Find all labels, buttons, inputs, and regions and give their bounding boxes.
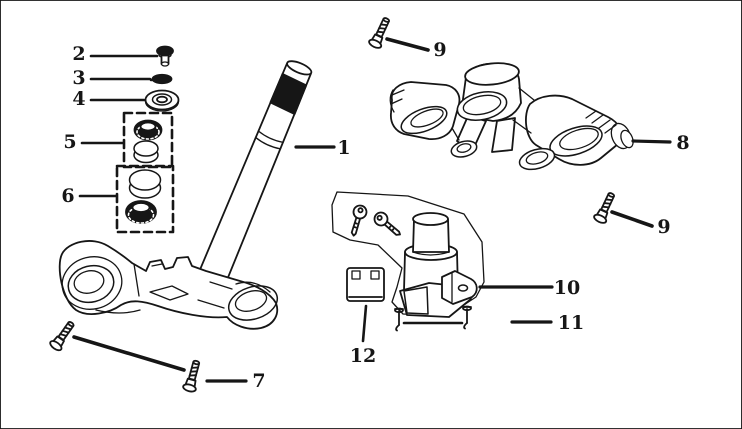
switch-bracket-hole xyxy=(457,284,469,292)
stem-ring-line-1 xyxy=(257,130,284,143)
upper-bracket-left-boss-inner xyxy=(456,143,472,153)
upper-bracket-hatch-2 xyxy=(591,114,604,124)
switch-bracket xyxy=(441,270,478,305)
pinch-bolt-7-left xyxy=(47,318,79,353)
lower-bracket xyxy=(58,240,279,330)
bearing-box-lower xyxy=(115,164,175,234)
upper-bracket-hatch-1 xyxy=(585,110,597,119)
callout-12: 12 xyxy=(350,345,376,367)
pinch-bolt-9-top xyxy=(366,14,394,51)
connector-body xyxy=(346,267,385,302)
callout-11: 11 xyxy=(558,312,584,334)
ignition-switch-assembly xyxy=(331,191,485,332)
callout-12-leader xyxy=(361,304,368,343)
tapered-bearing-lower xyxy=(125,200,157,224)
stem-tube-black-band xyxy=(269,73,308,115)
race-upper-top xyxy=(133,140,159,157)
callout-1: 1 xyxy=(337,137,350,159)
lower-bracket-right-rim-line xyxy=(235,281,271,293)
upper-bracket xyxy=(389,62,634,171)
lower-bracket-detail-line-1 xyxy=(133,263,140,297)
upper-bracket-tower-top-face xyxy=(464,62,520,86)
upper-bracket-hatch-3 xyxy=(598,119,611,129)
upper-bracket-hatch-4 xyxy=(604,124,617,134)
lower-bracket-tab-line xyxy=(151,263,163,267)
lower-bracket-body xyxy=(58,240,279,330)
upper-bracket-left-bore-inner xyxy=(410,108,444,128)
bearing-kit-upper-box xyxy=(122,111,174,169)
key-2 xyxy=(370,208,405,241)
upper-bracket-center-boss xyxy=(518,147,556,171)
callout-8-leader xyxy=(631,139,672,144)
switch-base-front xyxy=(403,286,429,315)
lower-bracket-detail-line-3 xyxy=(209,281,233,290)
callout-6: 6 xyxy=(61,185,74,207)
upper-bracket-center-bore-inner xyxy=(462,94,502,116)
callout-2: 2 xyxy=(72,43,85,65)
upper-bracket-left-bore xyxy=(400,105,448,135)
pinch-bolt-9-right xyxy=(591,189,619,226)
callout-3: 3 xyxy=(72,67,85,89)
upper-bracket-center-boss-inner xyxy=(525,151,549,165)
steering-stem-tube xyxy=(196,60,313,291)
lock-washer-slot xyxy=(160,76,170,81)
callout-7: 7 xyxy=(252,370,265,392)
key-1 xyxy=(346,203,369,239)
lower-bracket-left-bore xyxy=(67,264,115,304)
callout-9-top-leader xyxy=(385,37,430,52)
switch-cap-top xyxy=(412,212,449,226)
race-lower-top xyxy=(128,169,162,191)
callout-9-right: 9 xyxy=(657,216,670,238)
callout-7-link-line xyxy=(72,335,186,372)
dust-seal-hole xyxy=(156,95,168,104)
connector-notch-2 xyxy=(370,270,380,280)
upper-bracket-right-leg xyxy=(491,117,516,153)
upper-bracket-web-lines xyxy=(451,87,535,141)
stem-ring-line-2 xyxy=(254,136,282,150)
bearing-upper-inner-race xyxy=(139,121,157,132)
bearing-kit-lower-box xyxy=(115,164,175,234)
callout-10: 10 xyxy=(554,277,580,299)
lock-washer xyxy=(149,73,173,85)
callout-8: 8 xyxy=(676,132,689,154)
bearing-lower-inner-race xyxy=(131,202,151,213)
callout-9-top: 9 xyxy=(433,39,446,61)
connector-notch-1 xyxy=(351,270,361,280)
upper-bracket-left-jaw xyxy=(389,89,405,113)
upper-bracket-right-bore-inner xyxy=(559,127,599,151)
bearing-race-upper xyxy=(133,140,159,164)
upper-bracket-center-bore xyxy=(456,91,508,121)
mount-screw-right xyxy=(462,305,472,330)
dust-seal-middle xyxy=(151,93,173,106)
ignition-switch xyxy=(399,212,478,318)
tapered-bearing-upper xyxy=(133,119,163,141)
lower-bracket-detail-line-2 xyxy=(197,299,225,309)
lower-bracket-right-bore-inner xyxy=(234,290,268,312)
callout-4: 4 xyxy=(72,88,85,110)
stem-nut-shank-end xyxy=(160,61,170,67)
upper-bracket-right-end-cap-inner xyxy=(620,129,634,149)
lower-bracket-left-bore-inner xyxy=(73,270,105,294)
stem-nut xyxy=(156,45,174,67)
lower-bracket-left-ring-rim xyxy=(61,256,123,310)
stem-nut-cap-slot xyxy=(159,47,168,53)
stem-tube-top-face xyxy=(286,60,313,76)
connector-block xyxy=(346,267,385,302)
callout-9-right-leader xyxy=(610,210,654,228)
bearing-race-lower xyxy=(128,169,162,199)
lower-bracket-boss xyxy=(149,285,189,301)
lower-bracket-right-bore xyxy=(227,285,279,321)
dust-seal-washer xyxy=(144,89,180,112)
lower-bracket-underside-line xyxy=(95,309,141,314)
callout-5: 5 xyxy=(63,131,76,153)
switch-cap-bottom-line xyxy=(412,251,450,256)
pinch-bolt-7-right xyxy=(181,358,204,394)
mount-screw-left xyxy=(394,307,404,332)
